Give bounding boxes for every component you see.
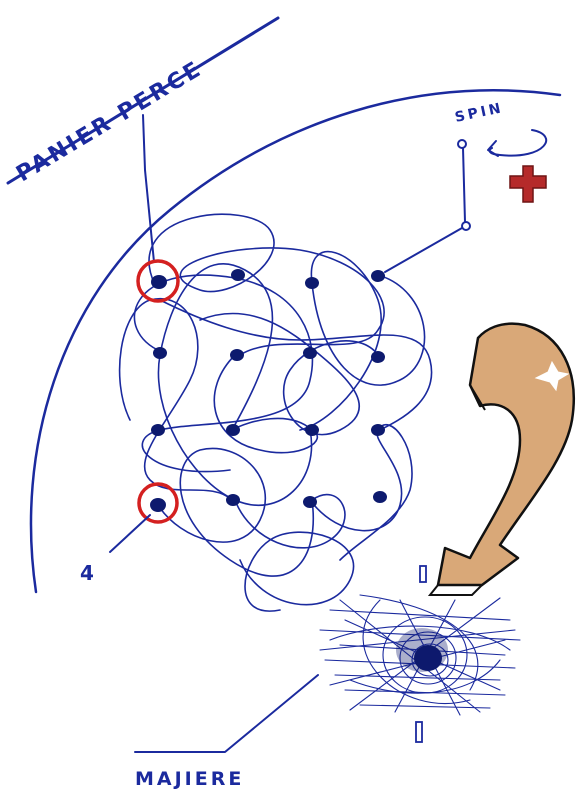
title-pointer-line xyxy=(142,114,155,263)
highlight-ring-top xyxy=(136,259,180,303)
lattice-node xyxy=(226,494,240,506)
tangled-loops xyxy=(118,213,433,612)
title-underline xyxy=(6,16,280,185)
matter-core xyxy=(414,645,442,671)
axis-stub-top xyxy=(419,565,427,583)
label-spin: SPIN xyxy=(454,100,506,126)
curved-arrow-icon xyxy=(427,322,575,596)
lattice-node xyxy=(151,275,167,289)
lattice-nodes xyxy=(150,269,387,512)
lattice-node xyxy=(303,496,317,508)
enclosing-arc xyxy=(29,89,562,594)
label-4-pointer xyxy=(109,514,151,553)
lattice-node xyxy=(305,277,319,289)
lattice-node xyxy=(373,491,387,503)
lattice-node xyxy=(151,424,165,436)
matter-core-halo xyxy=(396,628,448,672)
spin-terminal-top xyxy=(457,139,467,149)
highlight-ring-bottom xyxy=(137,482,179,524)
spin-rotation-arrow xyxy=(488,129,548,157)
spin-arrowhead xyxy=(487,140,499,157)
lattice-node xyxy=(371,351,385,363)
matter-scribble xyxy=(319,594,521,716)
lattice-node xyxy=(230,349,244,361)
label-four: 4 xyxy=(80,561,97,585)
lattice-node xyxy=(153,347,167,359)
lattice-node xyxy=(231,269,245,281)
label-panier-perce: PANIER PERCE xyxy=(12,56,207,187)
axis-stub-bottom xyxy=(415,721,423,743)
lattice-node xyxy=(303,347,317,359)
label-matiere: MAJIERE xyxy=(135,768,244,790)
lattice-node xyxy=(371,270,385,282)
spin-connector xyxy=(384,227,463,273)
matter-pointer-line xyxy=(134,674,319,753)
plus-icon xyxy=(509,165,547,203)
spin-axis xyxy=(462,147,466,223)
lattice-node xyxy=(305,424,319,436)
lattice-node xyxy=(226,424,240,436)
lattice-node xyxy=(150,498,166,512)
lattice-node xyxy=(371,424,385,436)
spin-terminal-bottom xyxy=(461,221,471,231)
